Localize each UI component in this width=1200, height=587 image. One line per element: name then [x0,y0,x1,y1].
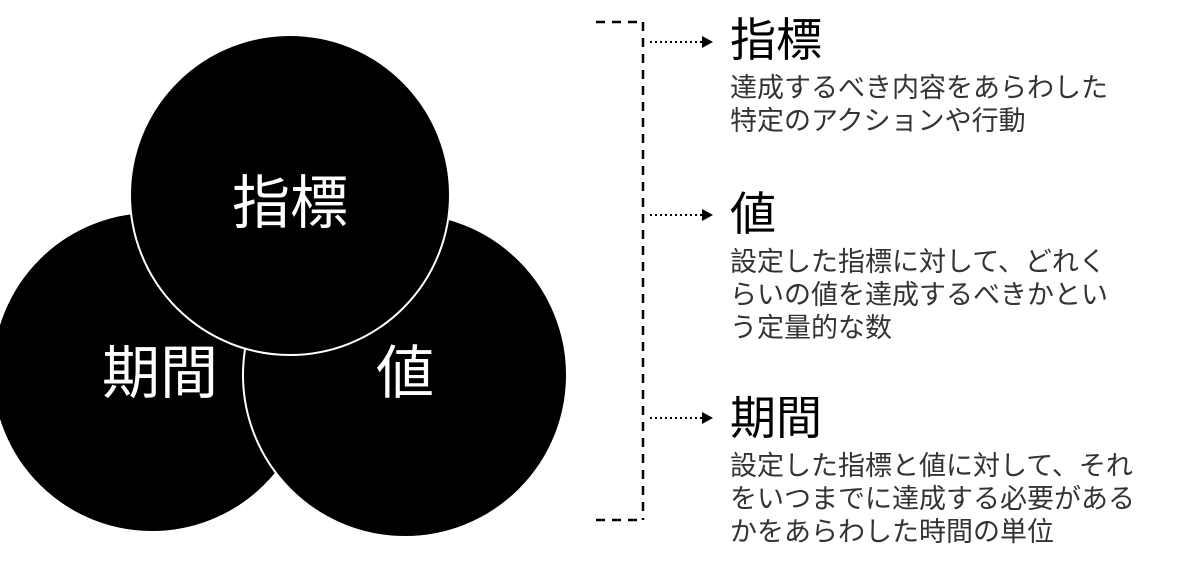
circle-indicator-label: 指標 [232,169,348,237]
item-title: 値 [730,187,776,241]
arrow-value [650,209,713,221]
item-description: 達成するべき内容をあらわした 特定のアクションや行動 [730,73,1108,137]
arrow-indicator [650,36,713,48]
arrow-period [650,412,713,424]
item-title: 期間 [730,391,822,445]
circle-period-label: 期間 [102,339,218,407]
item-description: 設定した指標と値に対して、それ をいつまでに達成する必要がある かをあらわした時… [730,451,1135,548]
item-title: 指標 [730,13,822,67]
item-period: 期間 設定した指標と値に対して、それ をいつまでに達成する必要がある かをあらわ… [730,392,1135,549]
item-description: 設定した指標に対して、どれく らいの値を達成するべきかとい う定量的な数 [730,247,1108,344]
item-indicator: 指標 達成するべき内容をあらわした 特定のアクションや行動 [730,14,1108,138]
circle-indicator [129,34,451,356]
dashed-bracket [596,20,645,522]
circle-value-label: 値 [376,339,434,407]
item-value: 値 設定した指標に対して、どれく らいの値を達成するべきかとい う定量的な数 [730,188,1108,345]
